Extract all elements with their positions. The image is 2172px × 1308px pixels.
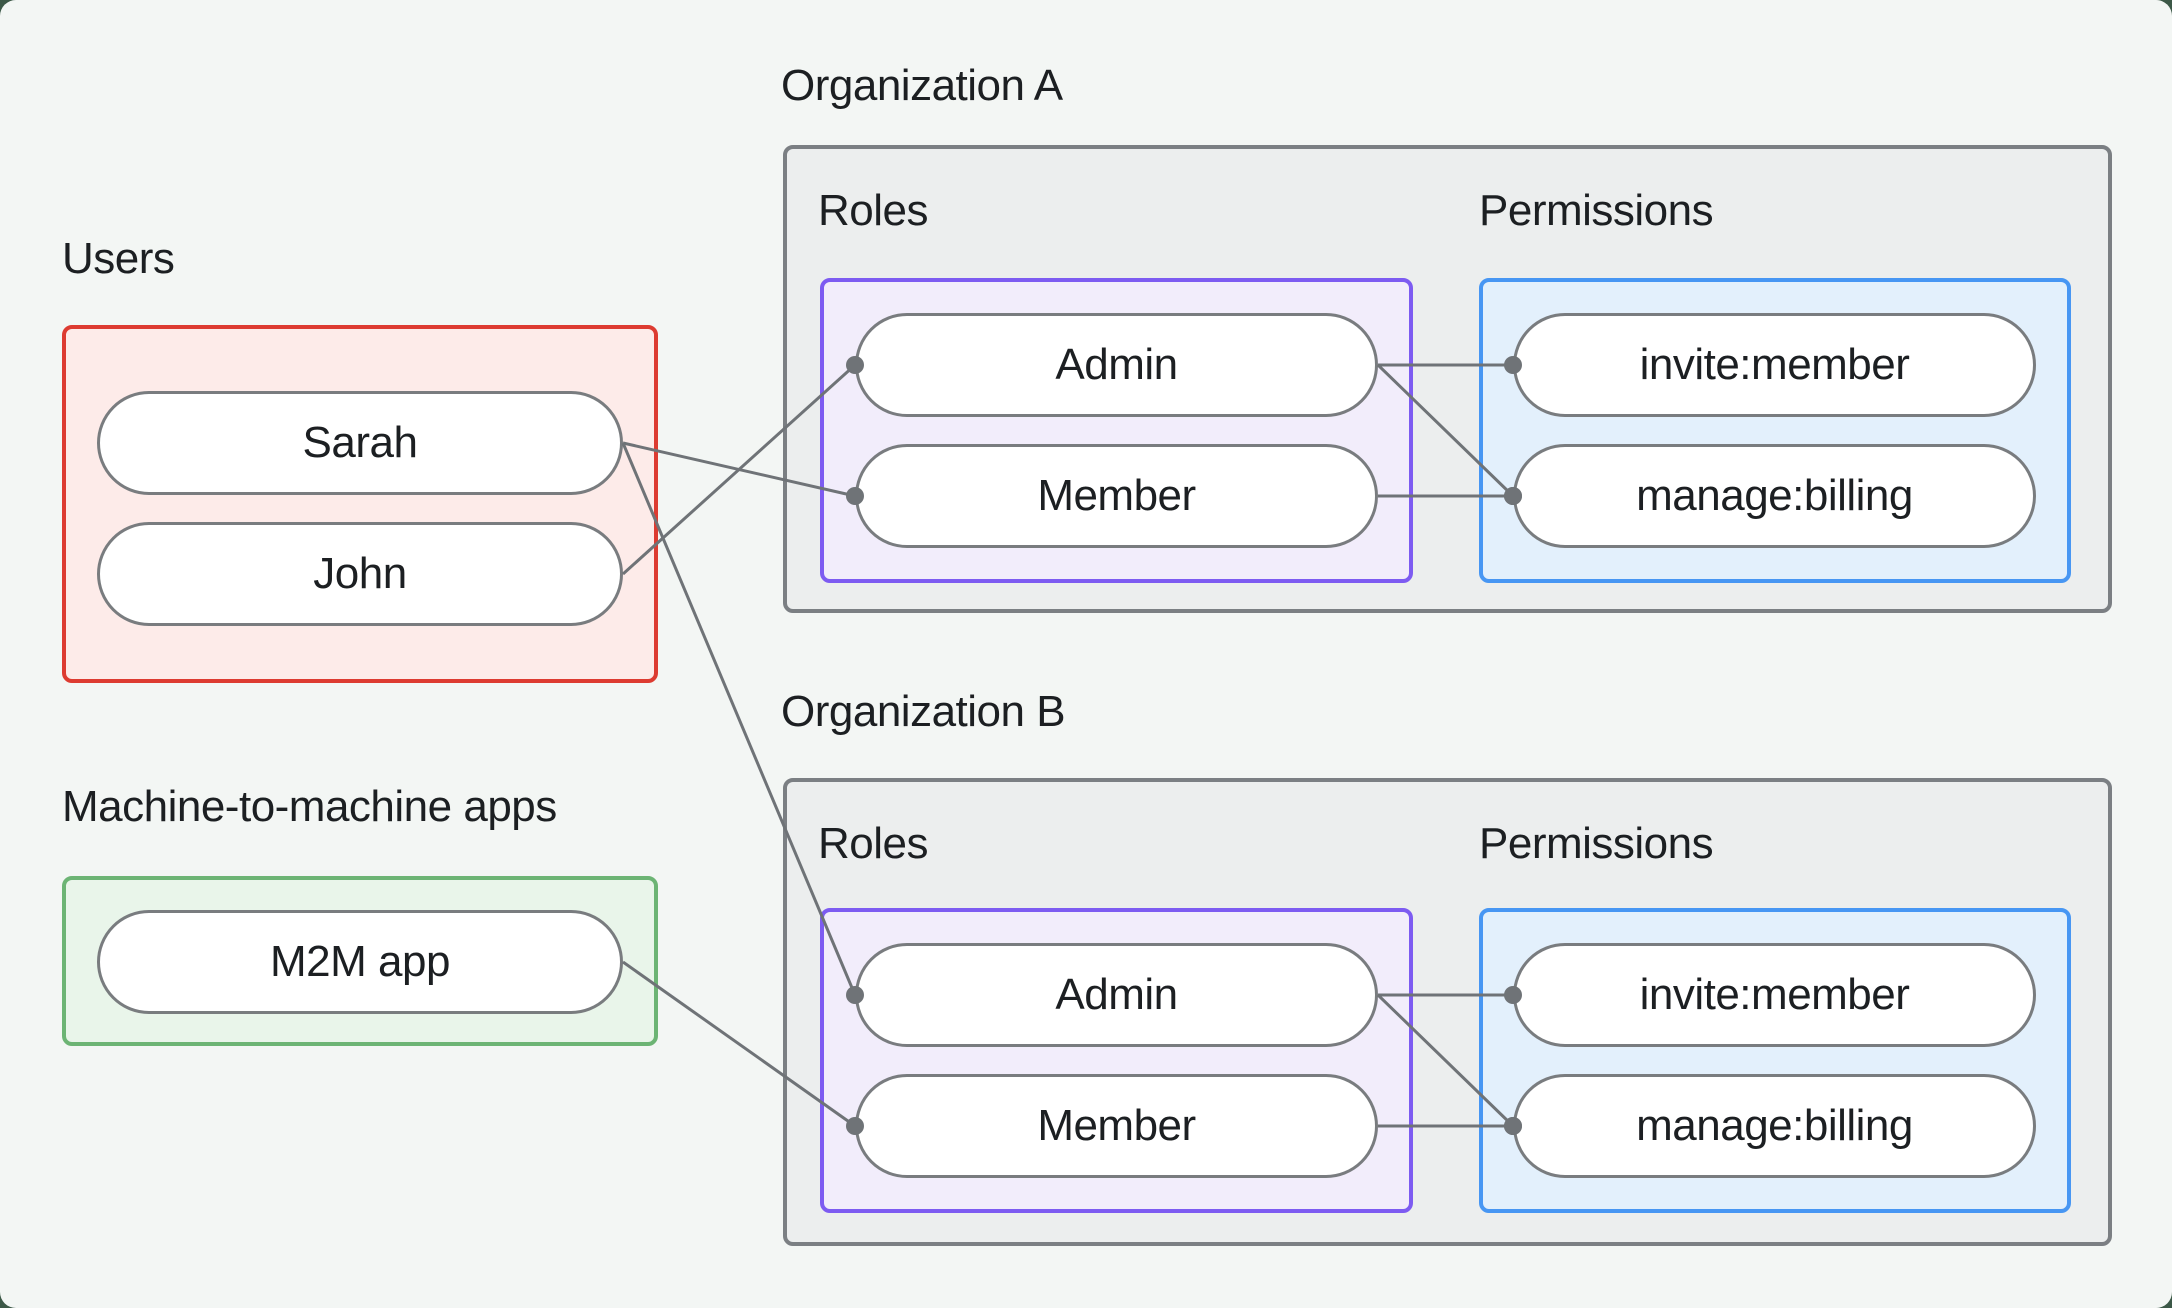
m2m-section-label: Machine-to-machine apps [62,782,557,831]
permission-node-manage-billing: manage:billing [1513,1074,2036,1178]
user-node-label: John [313,549,407,598]
permission-node-label: manage:billing [1636,1101,1913,1150]
m2m-node-app: M2M app [97,910,623,1014]
role-node-admin: Admin [855,313,1378,417]
permission-node-invite-member: invite:member [1513,943,2036,1047]
user-node-john: John [97,522,623,626]
user-node-sarah: Sarah [97,391,623,495]
role-node-admin: Admin [855,943,1378,1047]
org-b-permissions-label: Permissions [1479,819,1714,868]
user-node-label: Sarah [302,418,418,467]
permission-node-manage-billing: manage:billing [1513,444,2036,548]
role-node-member: Member [855,444,1378,548]
m2m-node-label: M2M app [270,937,450,986]
role-node-label: Member [1037,471,1196,520]
users-group-box [62,325,658,683]
permission-node-label: invite:member [1639,340,1910,389]
permission-node-label: invite:member [1639,970,1910,1019]
permission-node-invite-member: invite:member [1513,313,2036,417]
role-node-label: Admin [1055,970,1178,1019]
permission-node-label: manage:billing [1636,471,1913,520]
role-node-member: Member [855,1074,1378,1178]
users-section-label: Users [62,234,175,283]
role-node-label: Member [1037,1101,1196,1150]
org-a-label: Organization A [781,61,1063,110]
role-node-label: Admin [1055,340,1178,389]
org-a-roles-label: Roles [818,186,929,235]
org-a-permissions-label: Permissions [1479,186,1714,235]
org-b-roles-label: Roles [818,819,929,868]
org-b-label: Organization B [781,687,1066,736]
